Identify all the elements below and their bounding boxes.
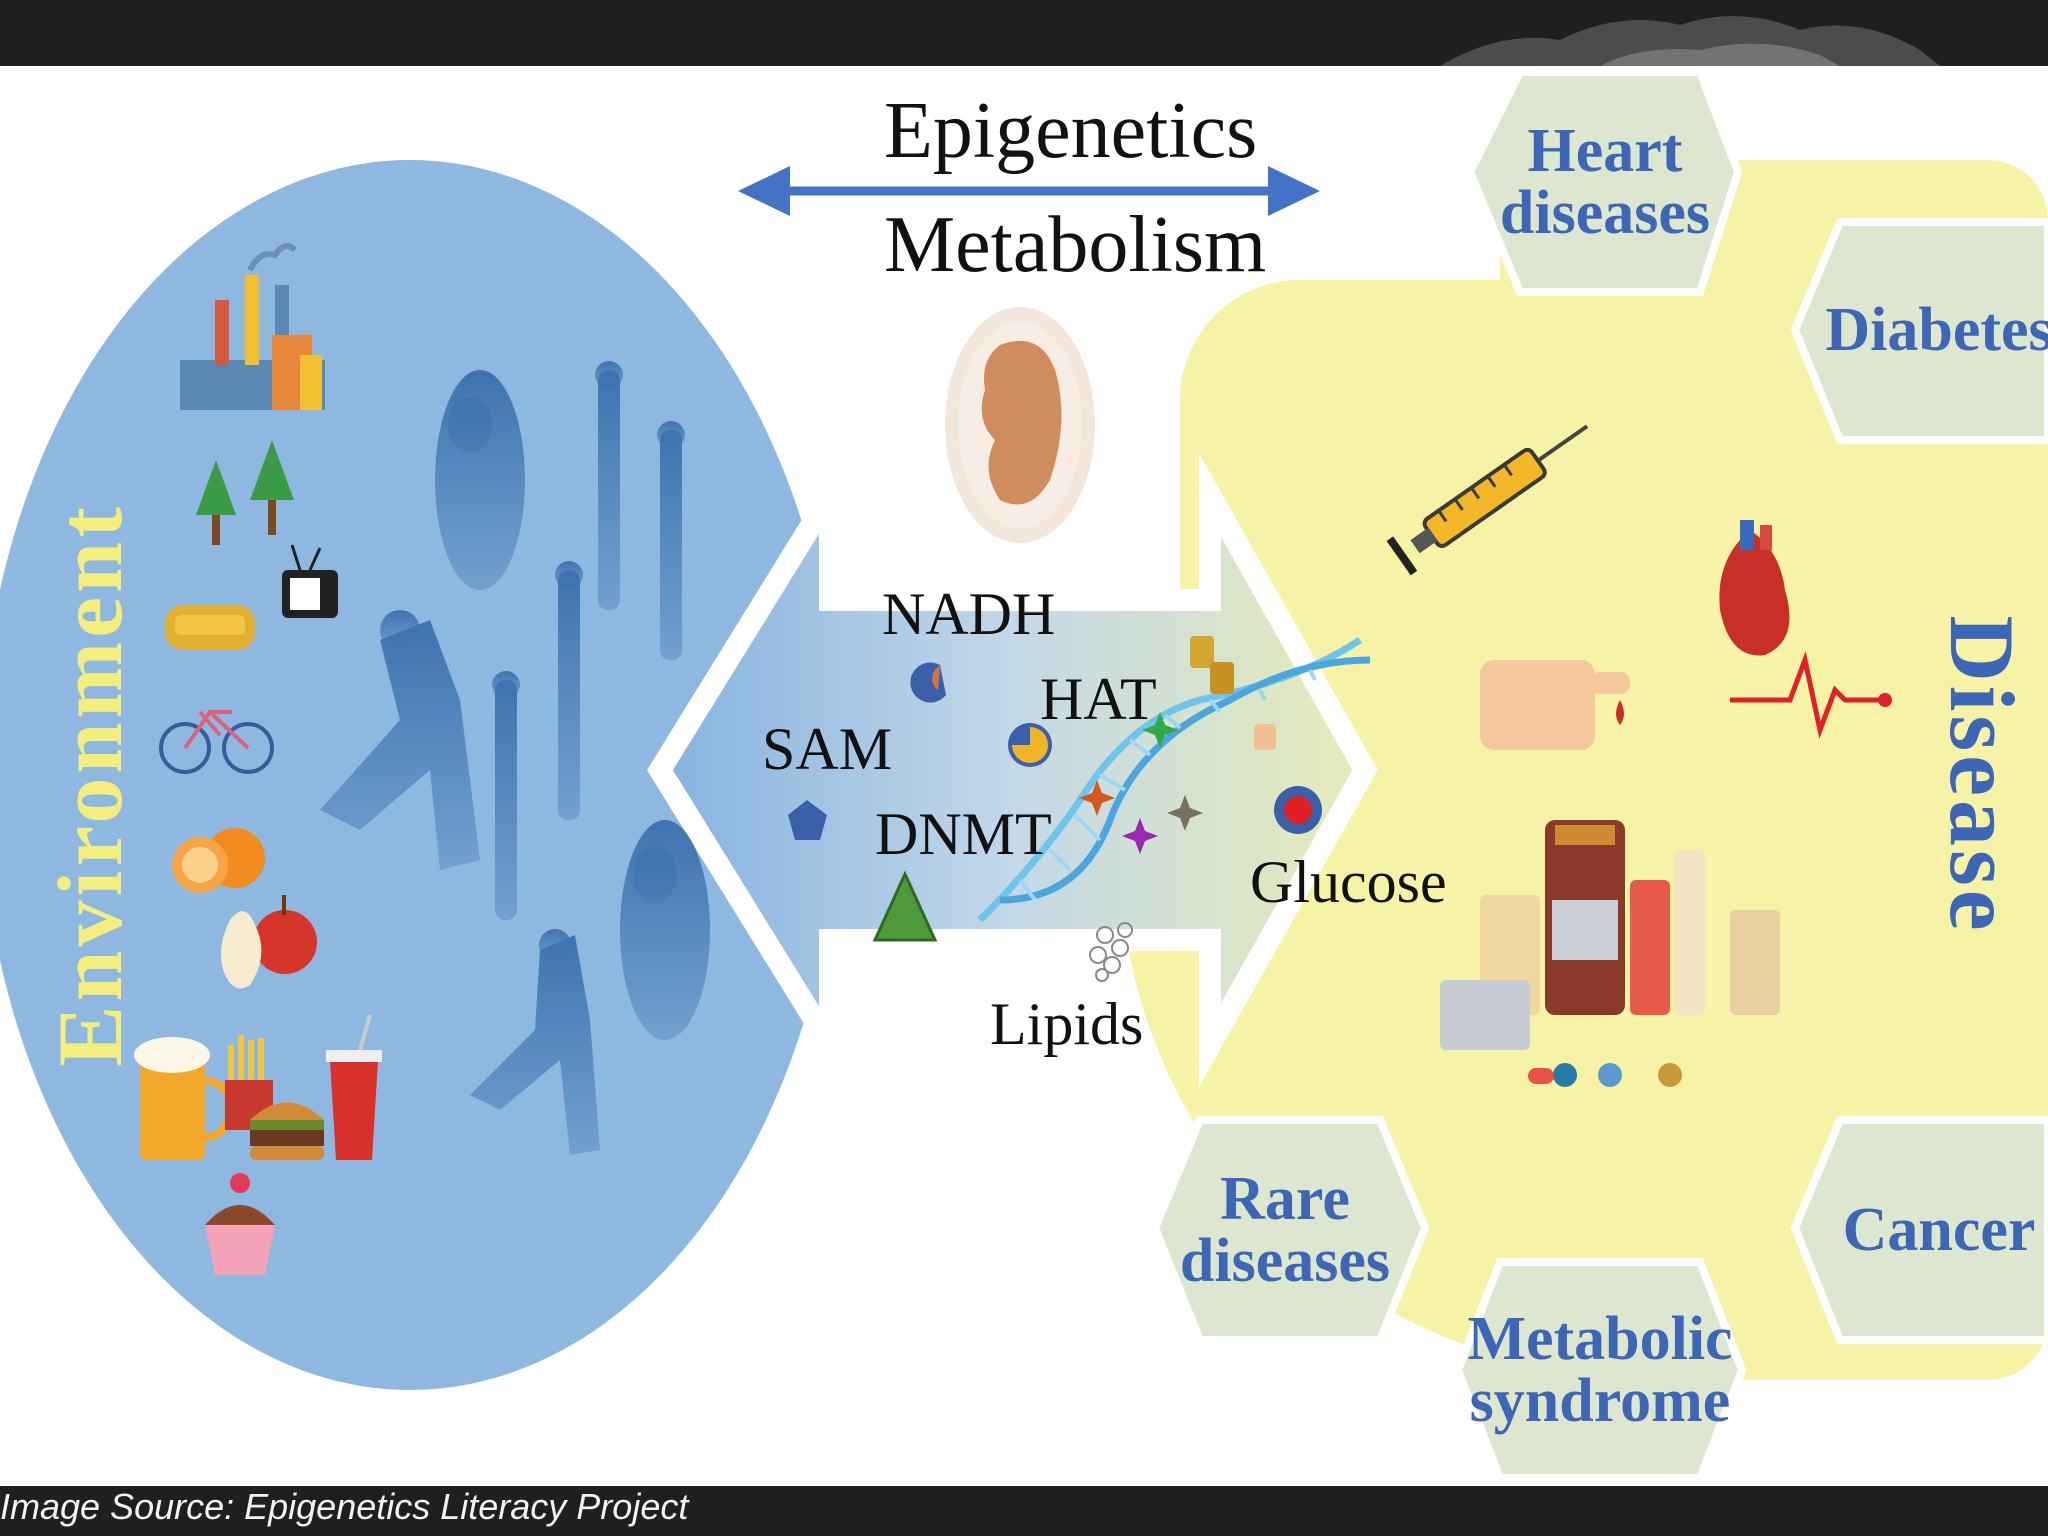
title-metabolism: Metabolism [884,201,1267,289]
label-heart-diseases: Heart diseases [1499,117,1711,247]
bicycle-icon [159,708,274,774]
fetus-icon [945,307,1095,543]
factory-icon [180,243,325,410]
sofa-icon [165,605,255,650]
heartbeat-line-icon [1730,651,1880,739]
epigenetics-metabolism-arrow [738,166,1320,216]
bead-icon [1254,724,1276,750]
hexagon-rare [1150,1116,1430,1344]
people-silhouettes-icon [320,361,710,1155]
label-rare-diseases: Rare diseases [1179,1165,1391,1295]
dna-helix-icon [977,637,1371,923]
title-epigenetics: Epigenetics [884,87,1258,175]
bottom-bar [0,1486,2048,1536]
label-hat: HAT [1040,666,1157,732]
cupcake-icon [205,1173,275,1275]
burger-icon [250,1102,324,1160]
orange-icon [172,828,265,893]
finger-blood-icon [1480,660,1630,750]
nadh-shape-inner [932,666,940,690]
heart-organ-icon [1719,520,1790,656]
hexagon-diabetes [1790,218,2048,444]
hexagon-cancer [1790,1116,2048,1344]
coins-icon [1190,636,1234,694]
label-sam: SAM [762,716,893,782]
apple-icon [221,895,317,989]
trees-icon [196,440,294,545]
top-bar [0,0,2048,66]
label-metabolic-syndrome: Metabolic syndrome [1467,1305,1733,1435]
heartbeat-dot-icon [1878,693,1892,707]
tv-icon [282,544,338,618]
environment-label: Environment [39,503,141,1067]
syringe-icon [1386,424,1589,576]
image-source-caption: Image Source: Epigenetics Literacy Proje… [0,1486,689,1527]
hat-shape-inner [1012,727,1048,763]
label-lipids: Lipids [990,991,1144,1057]
lipids-shape [1089,922,1133,982]
label-dnmt: DNMT [875,801,1052,867]
glucose-shape-inner [1284,796,1312,824]
sparkle-icons [1079,712,1203,854]
label-cancer: Cancer [1842,1196,2036,1264]
central-double-arrow [647,453,1378,1087]
label-diabetes: Diabetes [1825,296,2048,364]
medicine-icon [1440,820,1780,1087]
sam-shape [788,800,827,840]
hexagon-heart [1465,68,1743,296]
texture-decoration [1440,16,1940,66]
soda-icon [326,1014,382,1160]
disease-label: Disease [1931,615,2033,935]
label-glucose: Glucose [1250,849,1447,915]
dnmt-shape [872,870,938,942]
hexagon-metabolic [1453,1258,1747,1482]
label-nadh: NADH [882,581,1056,647]
